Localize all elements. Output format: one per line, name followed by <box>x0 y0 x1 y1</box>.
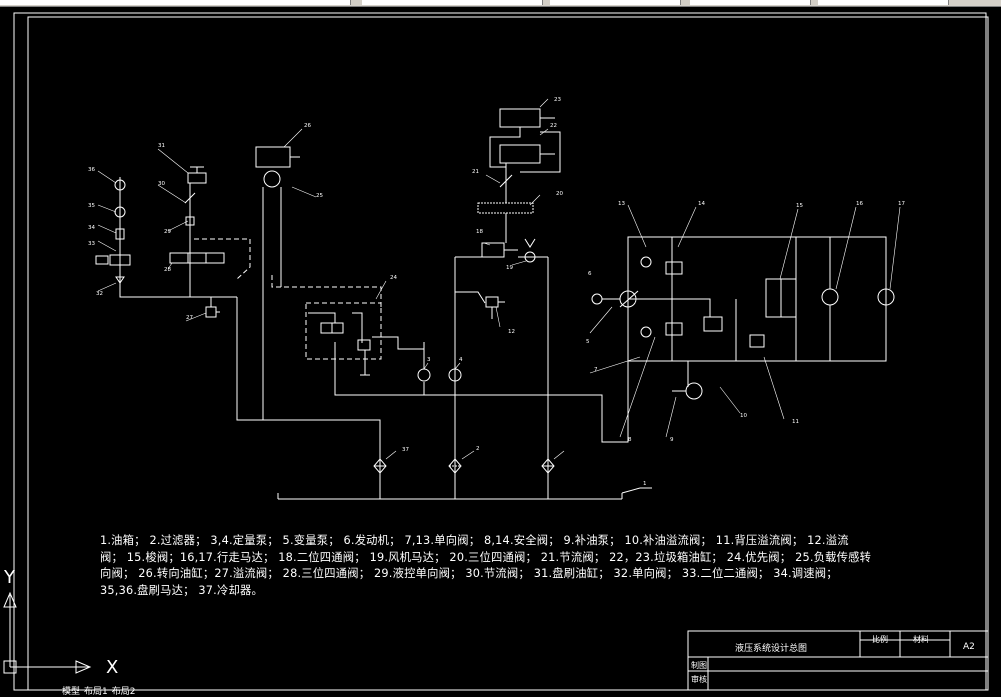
fan-circuit <box>481 238 536 263</box>
filter-2 <box>448 458 462 474</box>
callout-23: 23 <box>554 97 561 103</box>
cooler-37-left <box>373 458 387 474</box>
callout-26: 26 <box>304 123 311 129</box>
callouts <box>97 98 901 489</box>
callout-32: 32 <box>96 291 103 297</box>
tab-layout1[interactable]: 布局1 <box>84 687 108 697</box>
toolbar-field-3[interactable] <box>550 0 681 5</box>
callout-24: 24 <box>390 275 397 281</box>
ucs-x-label: X <box>106 657 118 678</box>
cad-toolbar-strip <box>0 0 1001 7</box>
tank-line <box>277 487 652 500</box>
bin-cylinder-circuit <box>477 108 561 243</box>
toolbar-field-5[interactable] <box>818 0 949 5</box>
callout-8: 8 <box>628 437 632 443</box>
callout-16: 16 <box>856 201 863 207</box>
callout-labels: 1 2 3 4 5 6 7 8 9 10 11 12 13 14 15 16 1… <box>88 97 905 487</box>
legend-line-1: 1.油箱； 2.过滤器； 3,4.定量泵； 5.变量泵； 6.发动机； 7,13… <box>100 534 849 547</box>
sheet-size: A2 <box>963 642 975 652</box>
callout-30: 30 <box>158 181 165 187</box>
brush-cylinder-circuit <box>169 166 251 297</box>
callout-35: 35 <box>88 203 95 209</box>
toolbar-field-1[interactable] <box>0 0 351 5</box>
drawing-title: 液压系统设计总图 <box>735 644 808 654</box>
tab-layout2[interactable]: 布局2 <box>111 687 136 697</box>
callout-11: 11 <box>792 419 799 425</box>
callout-29: 29 <box>164 229 171 235</box>
drive-circuit <box>591 236 895 400</box>
toolbar-field-2[interactable] <box>362 0 543 5</box>
callout-21: 21 <box>472 169 479 175</box>
callout-5: 5 <box>586 339 590 345</box>
cooler-37-right <box>541 458 555 474</box>
component-legend: 1.油箱； 2.过滤器； 3,4.定量泵； 5.变量泵； 6.发动机； 7,13… <box>100 533 930 599</box>
callout-18: 18 <box>476 229 483 235</box>
callout-1: 1 <box>643 481 647 487</box>
return-pipes <box>236 256 629 499</box>
callout-6: 6 <box>588 271 592 277</box>
callout-33: 33 <box>88 241 95 247</box>
ucs-y-label: Y <box>3 567 16 588</box>
title-block <box>687 630 989 691</box>
review-label: 审核 <box>691 675 707 684</box>
callout-28: 28 <box>164 267 171 273</box>
tab-model[interactable]: 模型 <box>62 687 81 697</box>
toolbar-field-4[interactable] <box>690 0 811 5</box>
callout-7: 7 <box>594 367 598 373</box>
callout-4: 4 <box>459 357 463 363</box>
callout-15: 15 <box>796 203 803 209</box>
callout-27: 27 <box>186 315 193 321</box>
legend-line-2: 阀； 15.梭阀；16,17.行走马达； 18.二位四通阀； 19.风机马达； … <box>100 550 872 564</box>
callout-2: 2 <box>476 446 480 452</box>
scale-label: 比例 <box>872 635 888 644</box>
callout-22: 22 <box>550 123 557 129</box>
callout-3: 3 <box>427 357 431 363</box>
cad-drawing-canvas[interactable]: 1 2 3 4 5 6 7 8 9 10 11 12 13 14 15 16 1… <box>0 7 1001 696</box>
callout-34: 34 <box>88 225 95 231</box>
inner-border <box>27 16 989 691</box>
legend-line-4: 35,36.盘刷马达； 37.冷却器。 <box>100 583 263 597</box>
callout-36: 36 <box>88 167 95 173</box>
callout-9: 9 <box>670 437 674 443</box>
callout-17: 17 <box>898 201 905 207</box>
callout-13: 13 <box>618 201 625 207</box>
legend-line-3: 向阀； 26.转向油缸；27.溢流阀； 28.三位四通阀； 29.液控单向阀； … <box>100 567 838 580</box>
drawn-by-label: 制图 <box>691 661 707 670</box>
steering-circuit <box>255 146 382 376</box>
material-label: 材料 <box>913 635 929 644</box>
disc-brush-circuit <box>95 177 237 298</box>
relief-valve-12 <box>485 296 505 319</box>
relief-valve-27 <box>205 297 220 318</box>
callout-14: 14 <box>698 201 705 207</box>
callout-12: 12 <box>508 329 515 335</box>
callout-37: 37 <box>402 447 409 453</box>
ucs-icon <box>3 591 92 674</box>
callout-10: 10 <box>740 413 747 419</box>
callout-19: 19 <box>506 265 513 271</box>
callout-31: 31 <box>158 143 165 149</box>
callout-20: 20 <box>556 191 563 197</box>
callout-25: 25 <box>316 193 323 199</box>
